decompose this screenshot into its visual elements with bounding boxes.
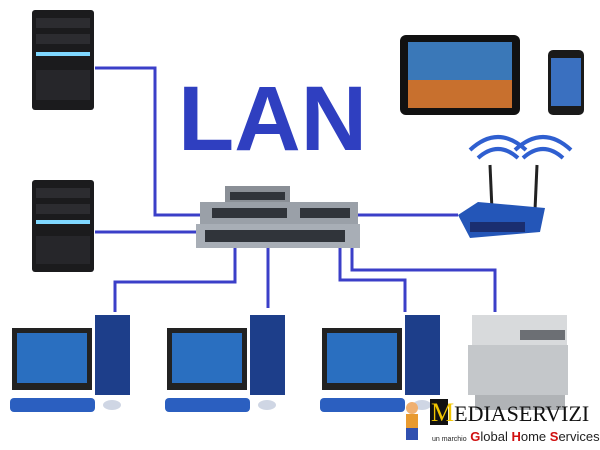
mediaservizi-logo: MEDIASERVIZI un marchio Global Home Serv… bbox=[406, 398, 600, 444]
wireless-router bbox=[458, 135, 573, 238]
link-pc-3 bbox=[338, 248, 407, 312]
link-printer bbox=[350, 248, 497, 312]
logo-tagline: un marchio Global Home Services bbox=[432, 429, 600, 444]
svg-text:MEDIASERVIZI: MEDIASERVIZI bbox=[431, 398, 589, 427]
link-server-1 bbox=[95, 66, 200, 217]
diagram-title: LAN bbox=[178, 68, 367, 170]
tablet bbox=[400, 35, 520, 115]
wifi-signal-icon bbox=[468, 135, 573, 160]
printer bbox=[468, 315, 568, 410]
desktop-pc-1 bbox=[10, 315, 130, 412]
smartphone bbox=[548, 50, 584, 115]
connections bbox=[95, 66, 497, 312]
desktop-pc-3 bbox=[320, 315, 440, 412]
logo-brand: EDIASERVIZI bbox=[454, 401, 589, 426]
server-2 bbox=[32, 180, 94, 272]
desktop-pc-2 bbox=[165, 315, 285, 412]
link-pc-1 bbox=[113, 248, 237, 312]
logo-initial: M bbox=[431, 398, 454, 427]
network-switch bbox=[196, 186, 360, 248]
mascot-icon bbox=[406, 402, 418, 440]
server-1 bbox=[32, 10, 94, 110]
